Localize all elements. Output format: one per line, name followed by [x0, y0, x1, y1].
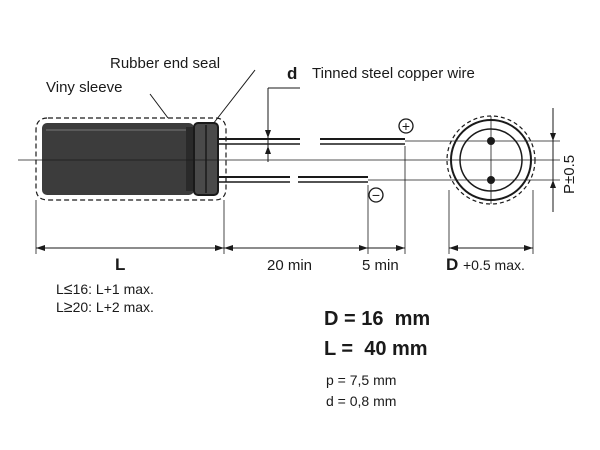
- length-rule-1: L≤16: L+1 max.: [56, 281, 154, 298]
- P-tolerance-label: P±0.5: [561, 155, 578, 194]
- spec-p: p = 7,5 mm: [326, 372, 396, 388]
- d-arrow-down: [265, 130, 271, 138]
- spec-L: L = 40 mm: [324, 338, 428, 360]
- end-view-dashed-outline: [446, 115, 536, 205]
- length-rule-2: L≥20: L+2 max.: [56, 299, 154, 316]
- D-tolerance-label: D: [446, 255, 458, 274]
- L-dimension-label: L: [115, 255, 125, 274]
- rule2-sign: ≥: [64, 299, 73, 316]
- arrow-D-right: [524, 245, 533, 251]
- arrow-L-right: [215, 245, 224, 251]
- arrow-D-left: [449, 245, 458, 251]
- vinyl-sleeve-leader: [149, 93, 169, 119]
- capacitor-body: [42, 123, 194, 195]
- rule1-sign: ≤: [64, 281, 73, 298]
- rule2-text: 20: L+2 max.: [73, 299, 154, 315]
- rule1-prefix: L: [56, 281, 64, 297]
- rule2-prefix: L: [56, 299, 64, 315]
- arrow-20min-left: [224, 245, 233, 251]
- minus-symbol: −: [372, 187, 380, 203]
- spec-D: D = 16 mm: [324, 308, 430, 330]
- tinned-wire-label: Tinned steel copper wire: [312, 65, 475, 82]
- D-tolerance-suffix: +0.5 max.: [463, 257, 525, 273]
- minus-symbol-circle: [368, 187, 384, 203]
- rule1-text: 16: L+1 max.: [73, 281, 154, 297]
- rubber-seal-leader: [212, 69, 256, 125]
- sleeve-dashed-outline: [35, 117, 227, 201]
- arrow-5min-right: [396, 245, 405, 251]
- p-arrow-top: [550, 133, 556, 141]
- rubber-seal-inner: [186, 127, 196, 191]
- d-label: d: [287, 64, 297, 83]
- arrow-L-left: [36, 245, 45, 251]
- arrow-20min-right: [359, 245, 368, 251]
- spec-d: d = 0,8 mm: [326, 393, 396, 409]
- lead-5min-label: 5 min: [362, 257, 399, 274]
- plus-symbol-circle: [398, 118, 414, 134]
- plus-symbol: +: [402, 118, 410, 134]
- vinyl-sleeve-label: Viny sleeve: [46, 79, 122, 96]
- p-arrow-bottom: [550, 180, 556, 188]
- lead-20min-label: 20 min: [267, 257, 312, 274]
- d-arrow-up: [265, 146, 271, 154]
- rubber-end-seal-label: Rubber end seal: [110, 55, 220, 72]
